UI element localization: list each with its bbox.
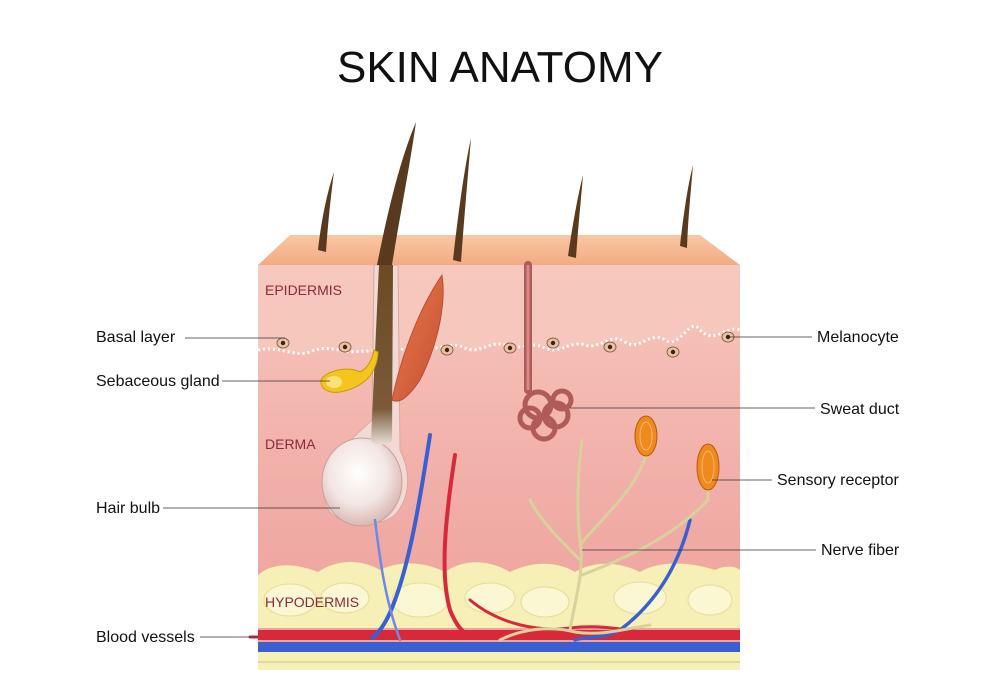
melanocyte-cell (338, 341, 352, 353)
melanocyte-cell (546, 337, 560, 349)
callout-nerve-fiber: Nerve fiber (821, 542, 900, 559)
sweat-gland-coil (517, 388, 574, 442)
surface-hairs (318, 138, 693, 262)
melanocyte-cell (666, 346, 680, 358)
sweat-gland (517, 261, 574, 442)
melanocyte-cell (440, 344, 454, 356)
layer-label-hypodermis: HYPODERMIS (265, 594, 359, 610)
fat-lobules (263, 581, 733, 618)
diagram-title: SKIN ANATOMY (337, 43, 663, 92)
callout-blood-vessels: Blood vessels (96, 629, 195, 646)
callout-sensory-receptor: Sensory receptor (777, 472, 900, 489)
sensory-receptor (634, 415, 658, 457)
nerve-fibers (498, 438, 710, 642)
sebaceous-gland (320, 349, 379, 393)
callouts-left: Basal layer Sebaceous gland Hair bulb Bl… (96, 329, 340, 646)
callout-sweat-duct: Sweat duct (820, 401, 900, 418)
bottom-base (258, 652, 740, 670)
callout-hair-bulb: Hair bulb (96, 500, 160, 517)
main-hair (377, 122, 416, 265)
hair-bulb (321, 437, 403, 527)
callout-sebaceous-gland: Sebaceous gland (96, 373, 220, 390)
skin-surface (258, 235, 740, 265)
layer-label-epidermis: EPIDERMIS (265, 282, 342, 298)
melanocytes (276, 331, 735, 358)
hair-follicle (321, 122, 416, 527)
callout-melanocyte: Melanocyte (817, 329, 899, 346)
hair-shaft (371, 265, 393, 445)
layer-label-derma: DERMA (265, 436, 316, 452)
arrector-pili-muscle (391, 273, 444, 402)
sensory-receptors (634, 415, 720, 491)
artery-main (258, 630, 740, 640)
callout-basal-layer: Basal layer (96, 329, 176, 346)
callouts-right: Melanocyte Sweat duct Sensory receptor N… (570, 329, 900, 559)
sensory-receptor (696, 443, 720, 491)
melanocyte-cell (276, 337, 290, 349)
vein-main (258, 642, 740, 652)
melanocyte-cell (503, 342, 517, 354)
melanocyte-cell (603, 341, 617, 353)
